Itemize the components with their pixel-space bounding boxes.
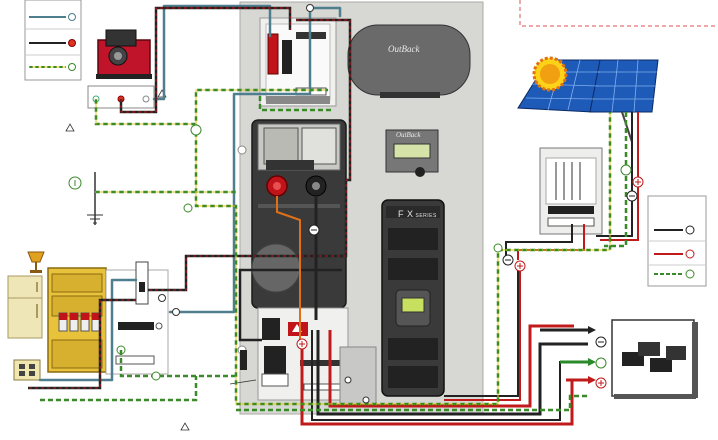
ac-bus-bar <box>118 322 154 330</box>
wire-ac-blue-2 <box>306 6 342 18</box>
charge-controller <box>381 199 445 397</box>
dashed-enclosure-outline <box>519 0 718 27</box>
battery-tank <box>347 24 471 98</box>
pv-combiner-box <box>539 147 603 235</box>
refrigerator-icon <box>7 275 43 339</box>
ground-terminal-icon <box>595 357 607 369</box>
wire-ac-blue-4 <box>38 278 138 382</box>
wire-ac-blue-1 <box>152 4 272 101</box>
warning-icon <box>180 422 190 431</box>
legend-left <box>24 0 82 81</box>
brand-series: SERIES <box>415 213 437 219</box>
ac-disconnect-box <box>259 17 337 107</box>
wire-dc-pos-1 <box>276 196 301 340</box>
wire-ground-4 <box>119 350 236 378</box>
wire-array-neg <box>596 112 633 237</box>
wire-ac-hot-3-stripe <box>28 299 136 389</box>
wire-ac-hot-2-stripe <box>148 19 351 291</box>
wire-array-pos <box>600 112 639 241</box>
wire-ac-blue-3 <box>168 6 312 314</box>
shunt-box <box>339 346 377 406</box>
outlet-icon <box>13 359 41 381</box>
neutral-bus-bar <box>115 355 155 365</box>
wire-dc-pos-3 <box>328 324 574 408</box>
ground-rod <box>68 172 103 225</box>
remote-display <box>385 129 439 177</box>
sun-icon <box>532 56 568 92</box>
wire-pv-pos-2 <box>444 268 521 401</box>
wire-ac-hot-4 <box>238 268 342 342</box>
legend-right <box>647 195 707 287</box>
brand-name: F X <box>398 209 414 219</box>
battery-bank <box>611 319 698 399</box>
wire-ground-5 <box>236 394 588 412</box>
wire-ac-hot-1-stripe <box>120 7 291 113</box>
generator-outlet-box <box>87 85 167 109</box>
wire-ground-8 <box>258 96 334 112</box>
generator <box>96 29 152 79</box>
remote-brand-logo: OutBack <box>396 131 421 139</box>
battery-leads <box>540 326 596 384</box>
wire-ground-7 <box>40 376 198 402</box>
warning-icon <box>65 123 75 132</box>
ac-load-panel <box>47 267 107 373</box>
terminal-markers <box>151 4 644 404</box>
lamp-icon <box>27 251 45 273</box>
wire-dc-neg-2 <box>316 330 588 416</box>
wire-ground-6 <box>604 112 628 248</box>
battery-brand-logo: OutBack <box>388 44 420 54</box>
wire-pv-neg <box>444 262 519 397</box>
dc-disconnect-box <box>257 307 349 401</box>
